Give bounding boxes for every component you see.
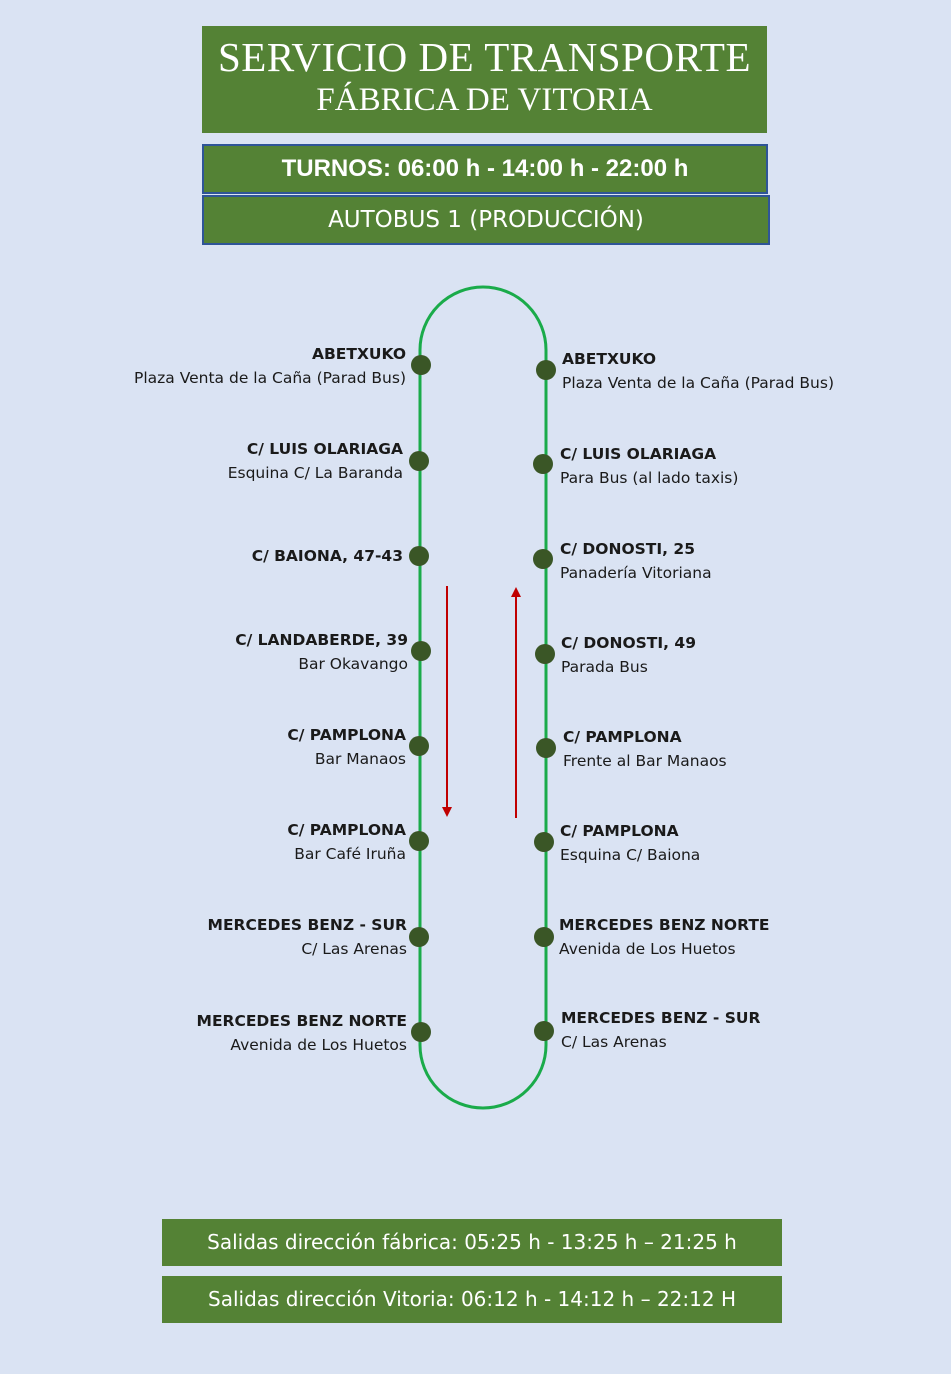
stop-right-5: C/ PAMPLONA Frente al Bar Manaos — [563, 725, 727, 773]
stop-detail: Bar Okavango — [298, 655, 408, 673]
stop-detail: Esquina C/ La Baranda — [227, 464, 403, 482]
stop-name: C/ LUIS OLARIAGA — [246, 440, 403, 458]
stop-left-4: C/ LANDABERDE, 39 Bar Okavango — [235, 628, 408, 676]
stop-detail: Parada Bus — [561, 658, 648, 676]
departures-to-factory: Salidas dirección fábrica: 05:25 h - 13:… — [162, 1219, 782, 1266]
stop-detail: Esquina C/ Baiona — [560, 846, 701, 864]
stop-name: C/ DONOSTI, 25 — [560, 540, 695, 558]
stop-left-1: ABETXUKO Plaza Venta de la Caña (Parad B… — [134, 342, 406, 390]
stop-detail: C/ Las Arenas — [301, 940, 407, 958]
stop-name: C/ LUIS OLARIAGA — [560, 445, 717, 463]
stop-left-6: C/ PAMPLONA Bar Café Iruña — [287, 818, 406, 866]
stop-left-7: MERCEDES BENZ - SUR C/ Las Arenas — [208, 913, 407, 961]
title-main: SERVICIO DE TRANSPORTE — [218, 34, 751, 80]
stop-name: MERCEDES BENZ - SUR — [207, 916, 407, 934]
stop-detail: Plaza Venta de la Caña (Parad Bus) — [134, 369, 406, 387]
stop-right-7: MERCEDES BENZ NORTE Avenida de Los Hueto… — [559, 913, 769, 961]
stop-left-8: MERCEDES BENZ NORTE Avenida de Los Hueto… — [197, 1009, 407, 1057]
stop-right-1: ABETXUKO Plaza Venta de la Caña (Parad B… — [562, 347, 834, 395]
stop-name: C/ PAMPLONA — [563, 728, 682, 746]
stop-name: ABETXUKO — [562, 350, 656, 368]
departures-to-vitoria: Salidas dirección Vitoria: 06:12 h - 14:… — [162, 1276, 782, 1323]
stop-right-4: C/ DONOSTI, 49 Parada Bus — [561, 631, 696, 679]
stop-detail: Bar Manaos — [314, 750, 406, 768]
stop-detail: Para Bus (al lado taxis) — [560, 469, 739, 487]
stop-name: C/ BAIONA, 47-43 — [251, 547, 403, 565]
stop-name: C/ PAMPLONA — [287, 821, 406, 839]
stop-name: MERCEDES BENZ NORTE — [196, 1012, 407, 1030]
stop-name: MERCEDES BENZ NORTE — [559, 916, 770, 934]
stop-name: C/ LANDABERDE, 39 — [235, 631, 408, 649]
stop-name: ABETXUKO — [312, 345, 406, 363]
stop-left-5: C/ PAMPLONA Bar Manaos — [287, 723, 406, 771]
stop-name: C/ PAMPLONA — [287, 726, 406, 744]
stop-detail: Avenida de Los Huetos — [230, 1036, 407, 1054]
stop-detail: Bar Café Iruña — [294, 845, 406, 863]
stop-detail: Plaza Venta de la Caña (Parad Bus) — [562, 374, 834, 392]
stop-detail: Frente al Bar Manaos — [563, 752, 727, 770]
shifts-banner: TURNOS: 06:00 h - 14:00 h - 22:00 h — [202, 144, 768, 194]
title-subtitle: FÁBRICA DE VITORIA — [316, 82, 653, 118]
stop-left-2: C/ LUIS OLARIAGA Esquina C/ La Baranda — [228, 437, 403, 485]
stop-name: C/ PAMPLONA — [560, 822, 679, 840]
left-stop-markers — [409, 355, 431, 1042]
bus-banner: AUTOBUS 1 (PRODUCCIÓN) — [202, 195, 770, 245]
stop-right-8: MERCEDES BENZ - SUR C/ Las Arenas — [561, 1006, 760, 1054]
title-banner: SERVICIO DE TRANSPORTE FÁBRICA DE VITORI… — [202, 26, 767, 133]
right-stop-markers — [533, 360, 556, 1041]
route-loop-line — [418, 285, 548, 1110]
stop-detail: Panadería Vitoriana — [560, 564, 712, 582]
stop-detail: C/ Las Arenas — [561, 1033, 667, 1051]
stop-name: C/ DONOSTI, 49 — [561, 634, 696, 652]
stop-name: MERCEDES BENZ - SUR — [561, 1009, 761, 1027]
stop-detail: Avenida de Los Huetos — [559, 940, 736, 958]
stop-right-2: C/ LUIS OLARIAGA Para Bus (al lado taxis… — [560, 442, 738, 490]
stop-right-6: C/ PAMPLONA Esquina C/ Baiona — [560, 819, 700, 867]
stop-left-3: C/ BAIONA, 47-43 — [252, 544, 403, 568]
stop-right-3: C/ DONOSTI, 25 Panadería Vitoriana — [560, 537, 712, 585]
